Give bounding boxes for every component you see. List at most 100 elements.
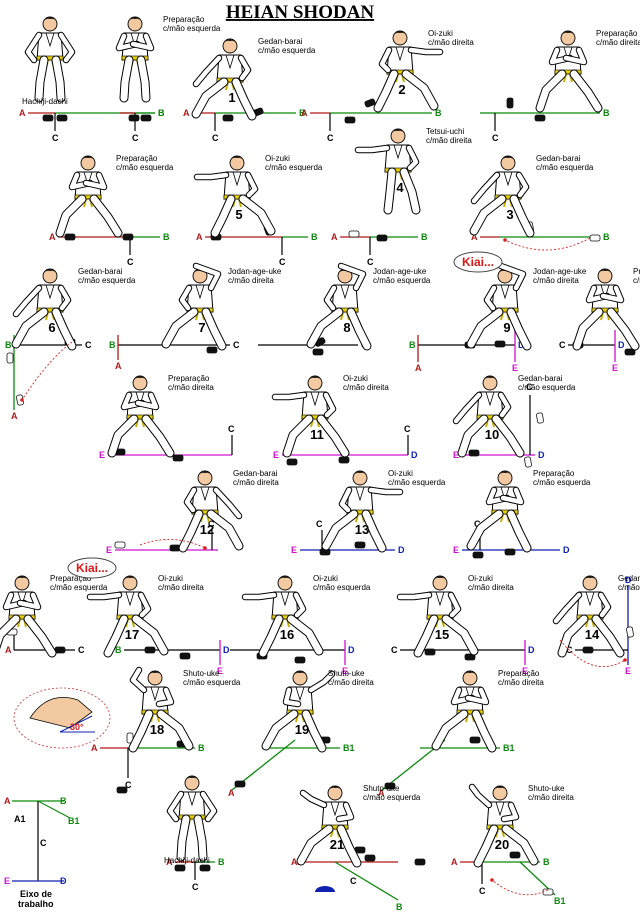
karateka-figure-s18 [128,666,194,753]
arm-left [339,487,352,513]
head [80,155,96,171]
leg-left [322,510,358,550]
arm-left [397,592,432,600]
legend-e: E [4,876,10,886]
hair [393,31,407,36]
axis-label-right: D [348,645,355,655]
gi-lapel [200,486,210,502]
legend-c: C [40,838,47,848]
head [14,575,30,591]
caption-line: c/mão direita [426,136,472,145]
hair [391,129,405,134]
axis-label-c: C [192,882,199,892]
hair [598,269,612,274]
arm-left [13,285,42,317]
axis-label-left: E [453,545,459,555]
karateka-figure-s3p [55,155,123,238]
axis-label-c: C [474,519,481,529]
axis-label-bottom: E [512,363,518,373]
step-number: 10 [485,427,499,442]
gi-lapel [330,801,340,817]
axis-label-left: E [99,450,105,460]
belt [591,307,619,313]
arrow-head [503,238,507,242]
arm-right [336,802,354,822]
axis-label-left: B [409,340,416,350]
karateka-figure-s9 [466,262,532,351]
axis-label-b: B [396,902,403,912]
arrow-head [490,878,494,882]
gi-lapel [395,46,405,62]
caption-line: Oi-zuki [468,574,493,583]
legend-title-1: Eixo de [20,889,52,899]
caption-line: Tetsui-uchi [426,127,464,136]
rail-step-2p: CB [480,108,610,143]
caption-line: Gedan-barai [518,374,563,383]
axis-label-left: E [106,545,112,555]
gi-lapel [125,591,135,607]
head [222,38,238,54]
head [352,470,368,486]
axis-label-right: D [528,645,535,655]
caption-line: c/mão esquerda [363,793,421,802]
caption-line: Gedan-barai [233,469,278,478]
legend-d: D [60,876,67,886]
axis-label-right: B [311,232,318,242]
axis-label-bottom: A [11,411,18,421]
hair [583,576,597,581]
step-number: 13 [355,522,369,537]
belt [456,709,484,715]
axis-label-left: A [49,232,56,242]
foot-mark [384,782,396,790]
leg-left [104,615,128,657]
arm-left [194,172,229,180]
foot-mark [174,864,186,872]
arm-left [471,172,500,204]
leg-right [510,195,534,237]
head [277,575,293,591]
kiai-label: Kiai... [76,561,108,575]
caption-line: c/mão esquerda [373,276,431,285]
caption-line: Jodan-age-uke [533,267,587,276]
axis-label-bottom: E [217,666,223,676]
rail-step-7-v: A [115,335,122,371]
axis-label-left: A [451,857,458,867]
karateka-figure-s15 [396,575,479,658]
head [560,30,576,46]
arm-right [130,33,154,51]
arm-right [238,55,251,81]
leg-left [297,825,333,865]
head [462,670,478,686]
hair [15,576,29,581]
arm-right [516,172,529,198]
karateka-figure-s20 [468,783,539,868]
arm-right [138,592,151,618]
foot-mark [338,456,350,464]
axis-label-c: C [526,382,533,392]
direction-marker [315,886,335,892]
axis-label-c: C [52,133,59,143]
belt [8,614,36,620]
arm-left [167,791,184,822]
arrow-3-to-4 [504,237,591,251]
rail-step-12: E [106,530,218,555]
belt [74,194,102,200]
leg-right [132,615,168,655]
axis-label-right: D [398,545,405,555]
caption-line: c/mão esquerda [533,478,591,487]
gi-lapel [340,284,350,300]
gi-lapel [585,591,595,607]
arm-left [484,285,497,311]
axis-label-left: B [115,645,122,655]
rail-step-9-ve: E [512,330,518,373]
axis-label-c: C [492,133,499,143]
arm-left [324,285,337,311]
axis-label-left: E [291,545,297,555]
